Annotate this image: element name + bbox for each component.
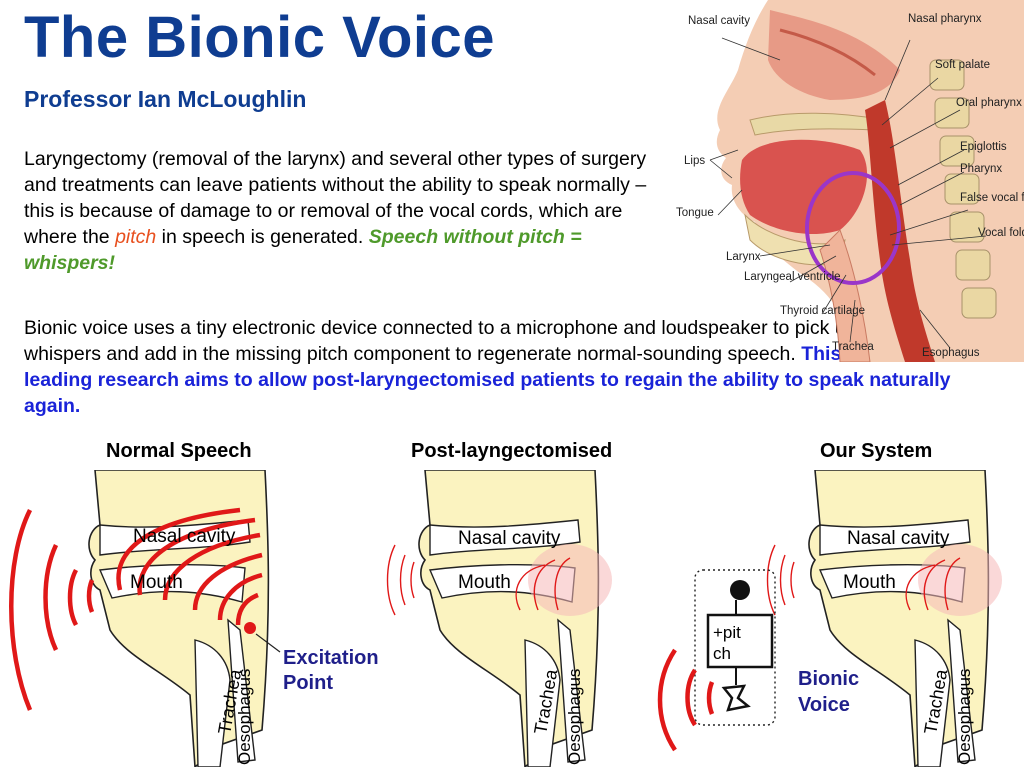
label-mouth: Mouth [843, 572, 896, 593]
label-lips: Lips [684, 155, 705, 167]
our-system-diagram: +pit ch Nasal cavity Mouth Trachea Oesop… [640, 470, 1024, 767]
whisper-source-glow [918, 544, 1002, 616]
label-nasal-cavity: Nasal cavity [847, 528, 950, 549]
label-larynx: Larynx [726, 251, 761, 263]
label-oesophagus: Oesophagus [235, 669, 254, 765]
panel-title-post: Post-layngectomised [411, 440, 612, 463]
device-label-2: ch [713, 644, 731, 663]
microphone-icon [730, 580, 750, 600]
output-sound-waves [660, 650, 712, 750]
voice-label: Voice [798, 694, 850, 716]
label-vocal-fold: Vocal fold [978, 227, 1024, 239]
label-oral-pharynx: Oral pharynx [956, 97, 1022, 109]
label-oesophagus: Oesophagus [955, 669, 974, 765]
page-title: The Bionic Voice [24, 4, 495, 71]
label-esophagus: Esophagus [922, 347, 980, 359]
device-label-1: +pit [713, 623, 741, 642]
intro-text-2: in speech is generated. [156, 226, 368, 248]
anatomy-illustration: Nasal cavity Nasal pharynx Soft palate O… [660, 0, 1024, 362]
label-nasal-pharynx: Nasal pharynx [908, 13, 982, 25]
tongue-shape [740, 140, 867, 234]
label-thyroid-cartilage: Thyroid cartilage [780, 305, 865, 317]
label-oesophagus: Oesophagus [565, 669, 584, 765]
panel-title-system: Our System [820, 440, 932, 463]
label-soft-palate: Soft palate [935, 59, 990, 71]
label-trachea: Trachea [832, 341, 874, 353]
label-tongue: Tongue [676, 207, 714, 219]
label-nasal: Nasal cavity [688, 15, 750, 27]
label-nasal-cavity: Nasal cavity [458, 528, 561, 549]
label-mouth: Mouth [458, 572, 511, 593]
normal-speech-diagram: Nasal cavity Mouth Trachea Oesophagus Ex… [0, 470, 400, 767]
whisper-source-glow [528, 544, 612, 616]
excitation-point-marker [244, 622, 256, 634]
label-mouth: Mouth [130, 572, 183, 593]
panel-title-normal: Normal Speech [106, 440, 252, 463]
bionic-label: Bionic [798, 668, 859, 690]
label-false-vocal-fold: False vocal fold [960, 192, 1024, 204]
label-laryngeal-ventricle: Laryngeal ventricle [744, 271, 841, 283]
intro-paragraph: Laryngectomy (removal of the larynx) and… [24, 146, 654, 276]
label-nasal-cavity: Nasal cavity [133, 526, 236, 547]
label-epiglottis: Epiglottis [960, 141, 1007, 153]
pitch-highlight: pitch [115, 226, 156, 248]
label-pharynx: Pharynx [960, 163, 1002, 175]
loudspeaker-icon [724, 686, 748, 710]
post-laryngectomy-diagram: Nasal cavity Mouth Trachea Oesophagus [370, 470, 650, 767]
point-label: Point [283, 672, 333, 694]
excitation-label: Excitation [283, 647, 379, 669]
author-name: Professor Ian McLoughlin [24, 86, 306, 113]
